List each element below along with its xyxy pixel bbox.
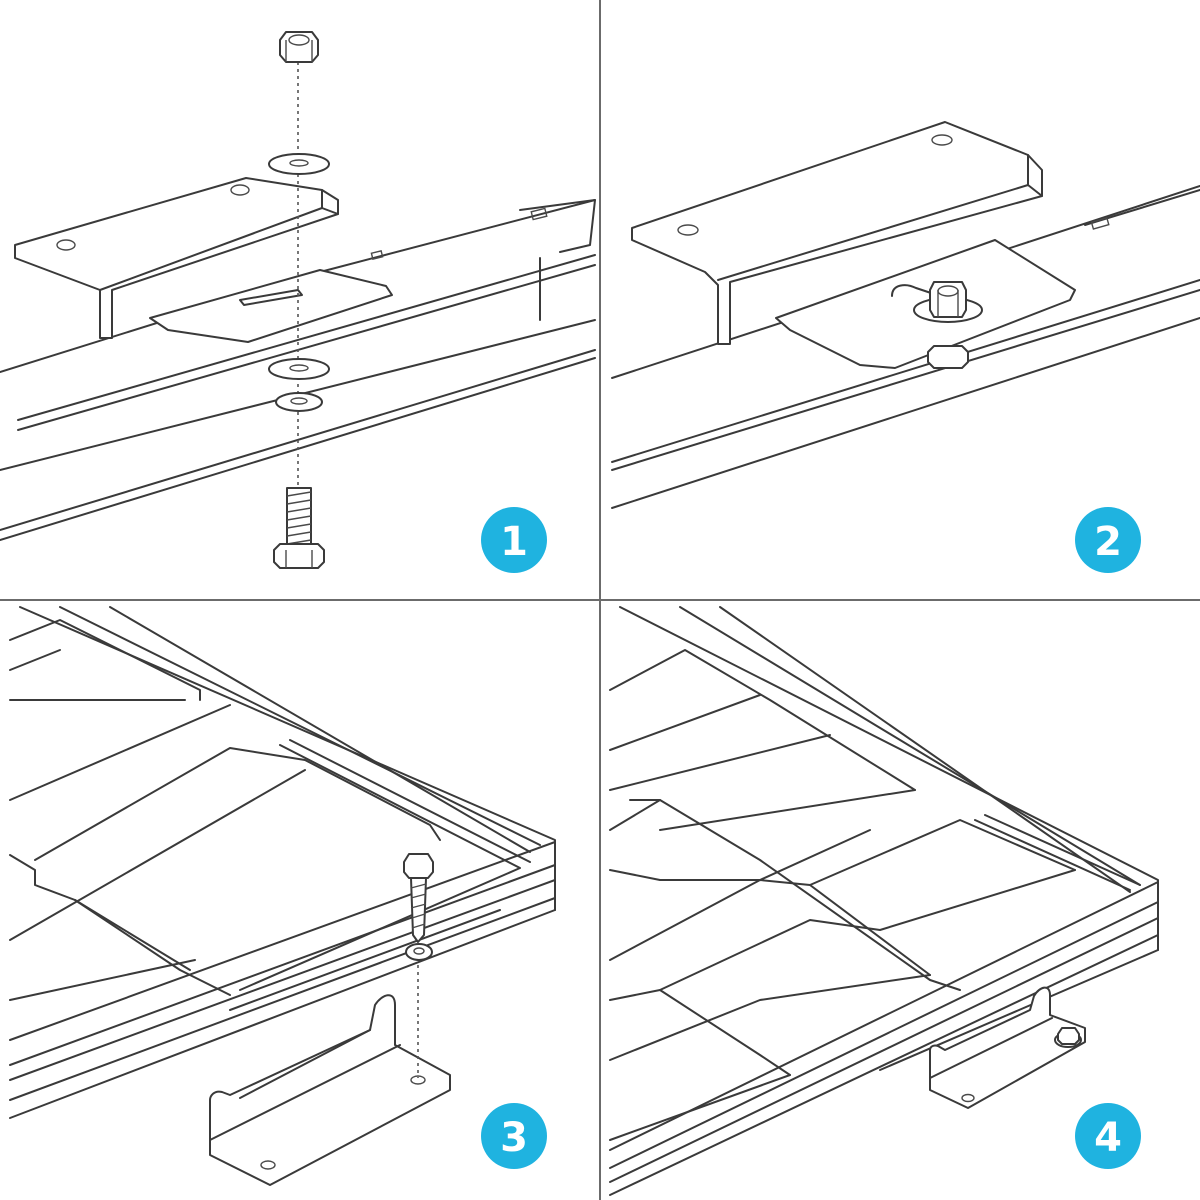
hex-bolt xyxy=(273,487,325,569)
step-badge-4: 4 xyxy=(1075,1103,1141,1169)
badge-circle xyxy=(1075,507,1141,573)
mounting-tab xyxy=(149,269,393,343)
solar-panel-corner xyxy=(609,606,1159,1196)
tightened-bolt-assembly xyxy=(891,281,983,369)
flat-washer-bottom xyxy=(268,358,330,380)
self-tapping-screw xyxy=(403,853,434,943)
badge-circle xyxy=(1075,1103,1141,1169)
z-bracket xyxy=(14,177,339,339)
screw-washer xyxy=(405,943,433,961)
step-badge-1: 1 xyxy=(481,507,547,573)
hex-nut xyxy=(279,31,319,63)
step-badge-3: 3 xyxy=(481,1103,547,1169)
step-badge-2: 2 xyxy=(1075,507,1141,573)
solar-panel-corner xyxy=(9,606,556,1119)
step-number: 3 xyxy=(500,1115,528,1161)
z-bracket xyxy=(631,121,1043,345)
foot-bracket-installed xyxy=(929,986,1086,1109)
step-2-panel xyxy=(611,121,1200,509)
step-4-panel xyxy=(609,606,1159,1196)
step-number: 4 xyxy=(1094,1115,1122,1161)
step-number: 1 xyxy=(500,519,528,565)
badge-circle xyxy=(481,1103,547,1169)
spring-washer xyxy=(275,392,323,412)
badge-circle xyxy=(481,507,547,573)
flat-washer-top xyxy=(268,153,330,175)
step-number: 2 xyxy=(1094,519,1122,565)
step-3-panel xyxy=(9,606,556,1186)
foot-bracket xyxy=(209,994,451,1186)
step-1-panel xyxy=(0,31,596,569)
installed-screw-head xyxy=(1054,1027,1082,1048)
